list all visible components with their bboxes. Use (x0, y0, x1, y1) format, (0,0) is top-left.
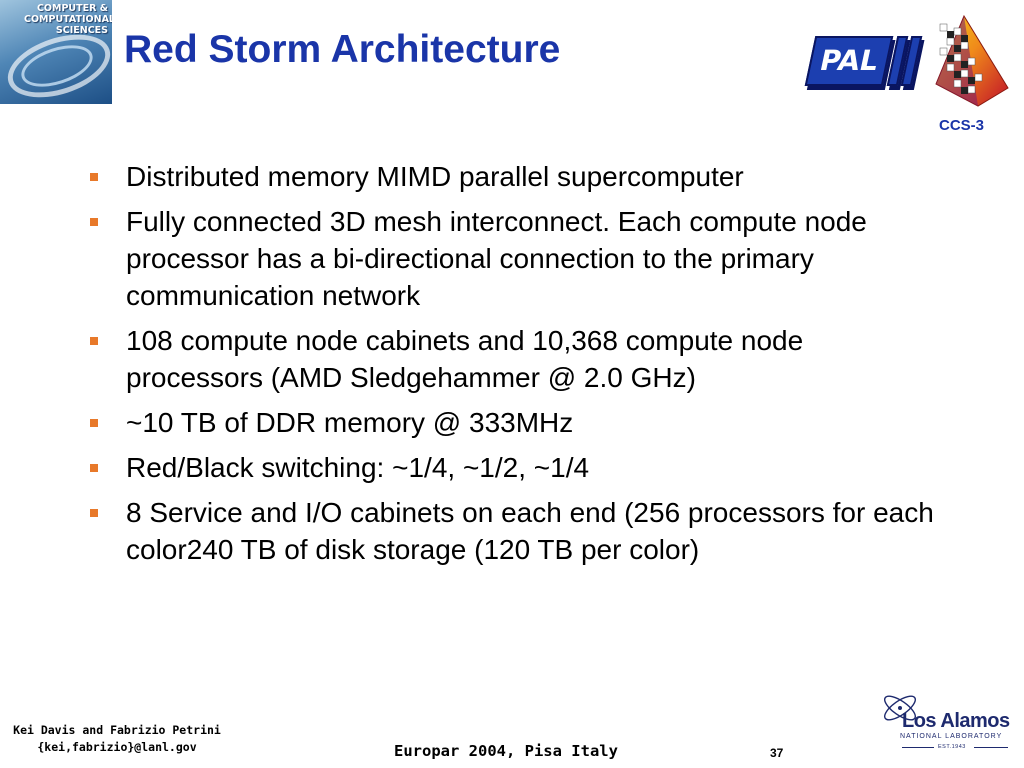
bullet-item: Red/Black switching: ~1/4, ~1/2, ~1/4 (86, 449, 946, 486)
page-number: 37 (770, 746, 784, 760)
bullet-marker-icon (90, 337, 98, 345)
atom-icon (884, 695, 916, 721)
pal-logo-text: PAL (804, 36, 894, 86)
bullet-marker-icon (90, 173, 98, 181)
ccs-logo: COMPUTER & COMPUTATIONAL SCIENCES (0, 0, 112, 104)
bullet-marker-icon (90, 218, 98, 226)
los-alamos-logo: Los Alamos NATIONAL LABORATORY EST.1943 (878, 690, 1014, 754)
bullet-text: Distributed memory MIMD parallel superco… (126, 161, 744, 192)
bullet-item: Distributed memory MIMD parallel superco… (86, 158, 946, 195)
bullet-item: ~10 TB of DDR memory @ 333MHz (86, 404, 946, 441)
bullet-marker-icon (90, 464, 98, 472)
bullet-item: 8 Service and I/O cabinets on each end (… (86, 494, 946, 568)
bullet-text: 8 Service and I/O cabinets on each end (… (126, 497, 934, 565)
slide-title: Red Storm Architecture (124, 28, 561, 71)
bullet-text: Red/Black switching: ~1/4, ~1/2, ~1/4 (126, 452, 590, 483)
bullet-marker-icon (90, 419, 98, 427)
lab-name: Los Alamos (902, 710, 1010, 732)
bullet-marker-icon (90, 509, 98, 517)
divider (902, 747, 934, 748)
ccs-logo-text: COMPUTER & COMPUTATIONAL SCIENCES (24, 3, 112, 36)
bullet-text: Fully connected 3D mesh interconnect. Ea… (126, 206, 867, 311)
lab-subtitle: NATIONAL LABORATORY (900, 733, 1003, 740)
bullet-text: 108 compute node cabinets and 10,368 com… (126, 325, 804, 393)
footer-conference: Europar 2004, Pisa Italy (394, 742, 618, 760)
authors-names: Kei Davis and Fabrizio Petrini (13, 723, 221, 737)
bullet-item: Fully connected 3D mesh interconnect. Ea… (86, 203, 946, 314)
divider (974, 747, 1008, 748)
bullet-list: Distributed memory MIMD parallel superco… (86, 158, 946, 576)
authors-emails: {kei,fabrizio}@lanl.gov (37, 740, 197, 754)
pal-logo: PAL (804, 32, 924, 88)
checkered-triangle-icon (935, 14, 1009, 107)
footer-authors: Kei Davis and Fabrizio Petrini {kei,fabr… (10, 722, 224, 756)
lab-established: EST.1943 (938, 744, 966, 750)
group-label: CCS-3 (939, 117, 985, 134)
bullet-item: 108 compute node cabinets and 10,368 com… (86, 322, 946, 396)
bullet-text: ~10 TB of DDR memory @ 333MHz (126, 407, 574, 438)
